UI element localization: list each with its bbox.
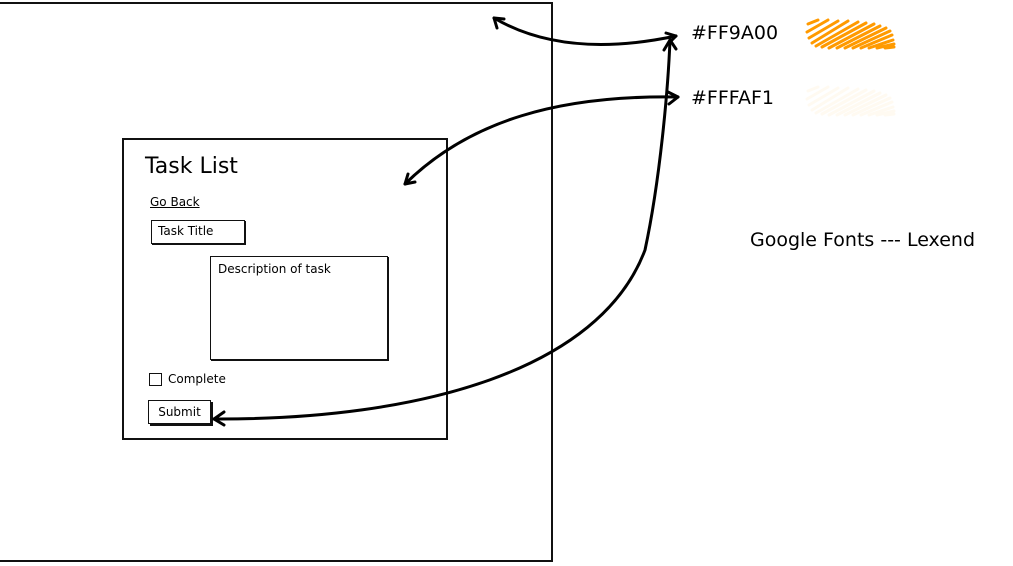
page-title: Task List <box>145 154 238 179</box>
complete-checkbox[interactable] <box>149 373 162 386</box>
complete-checkbox-label: Complete <box>168 372 226 386</box>
font-annotation: Google Fonts --- Lexend <box>750 229 976 251</box>
task-description-textarea[interactable]: Description of task <box>210 256 388 360</box>
task-title-input[interactable]: Task Title <box>151 220 245 244</box>
go-back-link[interactable]: Go Back <box>150 195 200 209</box>
background-color-label: #FFFAF1 <box>691 87 774 109</box>
primary-color-swatch <box>805 18 896 50</box>
submit-button[interactable]: Submit <box>148 400 211 424</box>
primary-color-label: #FF9A00 <box>691 22 779 44</box>
background-color-swatch <box>805 85 896 117</box>
